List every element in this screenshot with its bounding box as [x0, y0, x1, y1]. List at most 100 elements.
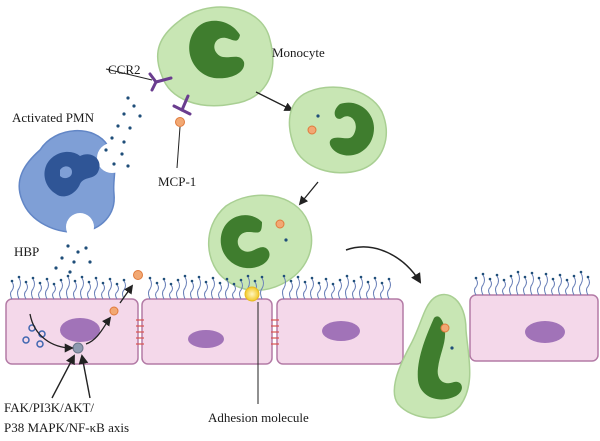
mcp1-internalized-adh: [275, 219, 285, 229]
glycocalyx-strand: [122, 280, 126, 300]
glycocalyx-tip: [331, 282, 335, 286]
arrow-mcp1-secretion: [119, 284, 134, 304]
glycocalyx-tip: [303, 280, 307, 284]
glycocalyx-tip: [502, 278, 506, 282]
glycocalyx-tip: [94, 276, 98, 280]
monocyte-transmigrating: [393, 293, 471, 419]
glycocalyx-strand: [94, 278, 98, 300]
glycocalyx-tip: [148, 276, 152, 280]
glycocalyx-strand: [218, 283, 222, 300]
glycocalyx-strand: [572, 276, 576, 296]
glycocalyx-tip: [176, 278, 180, 282]
arrow-migration-2: [298, 181, 319, 206]
hbp-dot-adh: [284, 238, 288, 242]
endothelial-cell-2: [141, 298, 273, 365]
glycocalyx-strand: [474, 278, 478, 296]
glycocalyx-strand: [495, 275, 499, 296]
glycocalyx-tip: [59, 278, 63, 282]
glycocalyx-strand: [296, 277, 300, 300]
glycocalyx-tip: [474, 276, 478, 280]
glycocalyx-strand: [204, 282, 208, 300]
glycocalyx-strand: [101, 283, 105, 300]
mcp1-internalized-trans: [440, 323, 450, 333]
adhesion-molecule: [244, 286, 260, 302]
glycocalyx-tip: [197, 275, 201, 279]
glycocalyx-strand: [373, 278, 377, 300]
glycocalyx-tip: [551, 277, 555, 281]
glycocalyx-strand: [183, 276, 187, 300]
glycocalyx-strand: [338, 280, 342, 300]
adhesion-molecule-label: Adhesion molecule: [208, 410, 309, 425]
hbp-dot-trans: [450, 346, 454, 350]
glycocalyx-strand: [190, 281, 194, 300]
glycocalyx-tip: [523, 275, 527, 279]
glycocalyx-tip: [246, 274, 250, 278]
monocyte-adhering-nucleus: [220, 215, 270, 269]
glycocalyx-tip: [481, 272, 485, 276]
glycocalyx-tip: [387, 277, 391, 281]
ccr2-receptor-left: [148, 72, 173, 92]
glycocalyx-tip: [232, 282, 236, 286]
glycocalyx-strand: [488, 279, 492, 296]
pmn-granule-release-bottom: [66, 213, 94, 241]
endothelial-cell-1: [5, 298, 139, 365]
glycocalyx-strand: [537, 278, 541, 296]
glycocalyx-strand: [481, 274, 485, 296]
monocyte-transmigrating-nucleus: [417, 316, 462, 400]
glycocalyx-strand: [17, 277, 21, 300]
pathway-label-line1: FAK/PI3K/AKT/: [4, 400, 94, 415]
signal-complex: [72, 342, 84, 354]
glycocalyx-tip: [218, 281, 222, 285]
tight-junction-2: [271, 319, 279, 345]
endothelial-cell-3-nucleus: [322, 321, 360, 341]
glycocalyx-strand: [579, 272, 583, 296]
glycocalyx-strand: [317, 283, 321, 300]
hbp-label: HBP: [14, 244, 39, 259]
glycocalyx-strand: [108, 279, 112, 300]
ccr2-label: CCR2: [108, 62, 141, 77]
glycocalyx-strand: [586, 277, 590, 296]
activated-pmn-label: Activated PMN: [12, 110, 95, 125]
glycocalyx-strand: [352, 281, 356, 300]
glycocalyx-strand: [380, 283, 384, 300]
endothelial-cell-1-nucleus: [60, 318, 100, 342]
glycocalyx-strand: [232, 284, 236, 300]
pathway-leader-left: [51, 354, 75, 399]
glycocalyx-strand: [148, 278, 152, 300]
pathway-leader-right: [78, 354, 91, 399]
glycocalyx-tip: [101, 281, 105, 285]
glycocalyx-tip: [204, 280, 208, 284]
glycocalyx-strand: [310, 278, 314, 300]
glycocalyx-tip: [66, 274, 70, 278]
glycocalyx-strand: [52, 284, 56, 300]
glycocalyx-tip: [122, 278, 126, 282]
hbp-particles: [54, 96, 142, 274]
glycocalyx-tip: [544, 272, 548, 276]
glycocalyx-tip: [366, 280, 370, 284]
glycocalyx-strand: [239, 280, 243, 300]
arrow-transmigration: [345, 246, 422, 284]
endothelial-cell-4: [469, 294, 599, 362]
glycocalyx-tip: [586, 275, 590, 279]
glycocalyx-tip: [530, 271, 534, 275]
hbp-dot-mid: [316, 114, 320, 118]
glycocalyx-strand: [551, 279, 555, 296]
mcp1-in-cell: [109, 306, 119, 316]
glycocalyx-strand: [544, 274, 548, 296]
glycocalyx-strand: [162, 279, 166, 300]
activated-pmn: [18, 130, 127, 241]
glycocalyx-tip: [317, 281, 321, 285]
glycocalyx-tip: [190, 279, 194, 283]
glycocalyx-strand: [523, 277, 527, 296]
glycocalyx-strand: [176, 280, 180, 300]
glycocalyx-tip: [572, 274, 576, 278]
glycocalyx-tip: [516, 270, 520, 274]
glycocalyx-tip: [558, 273, 562, 277]
glycocalyx-tip: [115, 282, 119, 286]
glycocalyx-tip: [565, 278, 569, 282]
glycocalyx-tip: [537, 276, 541, 280]
glycocalyx-strand: [73, 281, 77, 300]
glycocalyx-tip: [225, 277, 229, 281]
glycocalyx-tip: [296, 275, 300, 279]
